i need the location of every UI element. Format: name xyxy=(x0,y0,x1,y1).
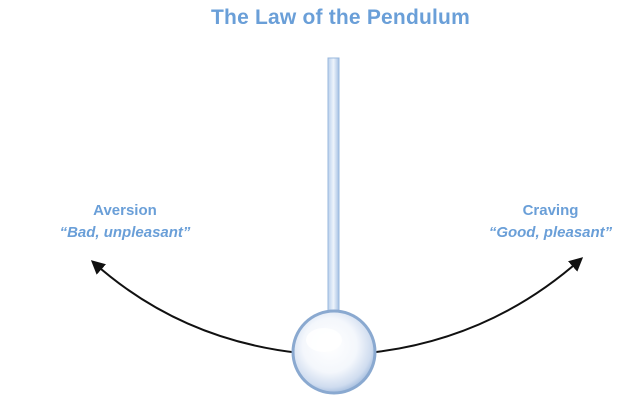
aversion-description: “Bad, unpleasant” xyxy=(59,224,191,241)
pendulum-bob xyxy=(291,309,377,395)
bob-highlight xyxy=(306,328,342,352)
aversion-label: Aversion “Bad, unpleasant” xyxy=(40,200,210,244)
swing-arc-right xyxy=(367,257,584,354)
aversion-name: Aversion xyxy=(93,202,157,219)
craving-label: Craving “Good, pleasant” xyxy=(458,200,641,244)
craving-name: Craving xyxy=(522,202,579,219)
craving-description: “Good, pleasant” xyxy=(488,224,613,241)
diagram-title: The Law of the Pendulum xyxy=(211,6,470,29)
pendulum-rod xyxy=(327,57,340,321)
swing-arc-left xyxy=(90,260,301,354)
